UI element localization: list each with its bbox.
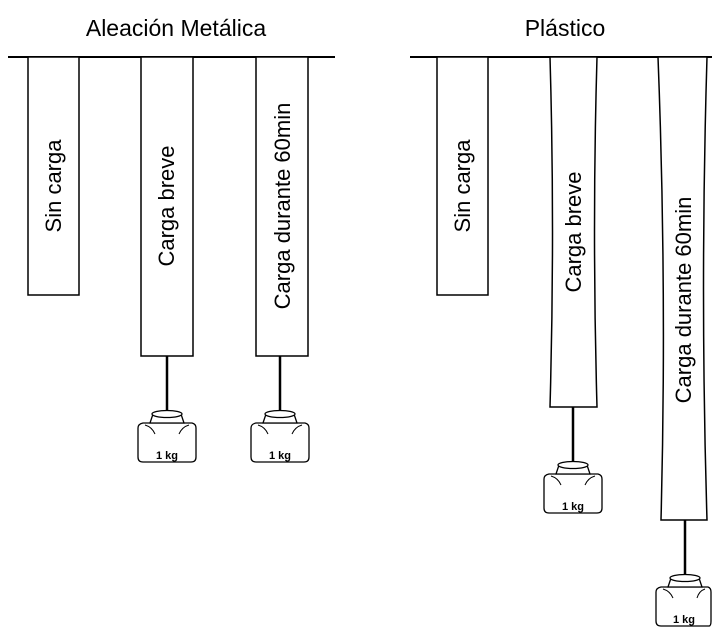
plastic-60min-load-weight-label: 1 kg (673, 614, 695, 626)
plastic-bar-short-load-body (549, 56, 598, 408)
metal-bar-60min-load-label: Carga durante 60min (270, 103, 295, 310)
weight-icon: 1 kg (655, 573, 712, 627)
metal-bar-no-load-body (27, 56, 80, 296)
weight-icon: 1 kg (250, 409, 310, 463)
metal-short-load-weight-label: 1 kg (156, 450, 178, 462)
metal-bar-60min-load-body (255, 56, 309, 357)
metal-bar-short-load-label: Carga breve (154, 145, 179, 266)
plastic-bar-no-load-body (436, 56, 489, 296)
metal-60min-load-weight-label: 1 kg (269, 450, 291, 462)
plastic-bar-60min-load-label: Carga durante 60min (671, 197, 696, 404)
plastic-panel-title: Plástico (525, 15, 606, 41)
plastic-bar-short-load: Carga breve 1 kg (543, 56, 603, 514)
metal-bar-no-load: Sin carga (27, 56, 80, 296)
plastic-bar-short-load-label: Carga breve (561, 171, 586, 292)
plastic-bar-no-load-label: Sin carga (450, 139, 475, 233)
plastic-bar-60min-load-body (657, 56, 708, 521)
metal-bar-60min-load: Carga durante 60min 1 kg (250, 56, 310, 463)
weight-icon: 1 kg (543, 460, 603, 514)
weight-icon: 1 kg (137, 409, 197, 463)
metal-bar-no-load-label: Sin carga (41, 139, 66, 233)
plastic-panel: Plástico Sin carga Carga breve 1 kg Carg… (410, 15, 712, 627)
metal-bar-short-load: Carga breve 1 kg (137, 56, 197, 463)
plastic-short-load-weight-label: 1 kg (562, 501, 584, 513)
metal-bar-short-load-body (140, 56, 194, 357)
plastic-bar-60min-load: Carga durante 60min 1 kg (655, 56, 712, 627)
metal-panel-title: Aleación Metálica (86, 15, 266, 41)
metal-panel: Aleación Metálica Sin carga Carga breve … (8, 15, 335, 463)
plastic-bar-no-load: Sin carga (436, 56, 489, 296)
